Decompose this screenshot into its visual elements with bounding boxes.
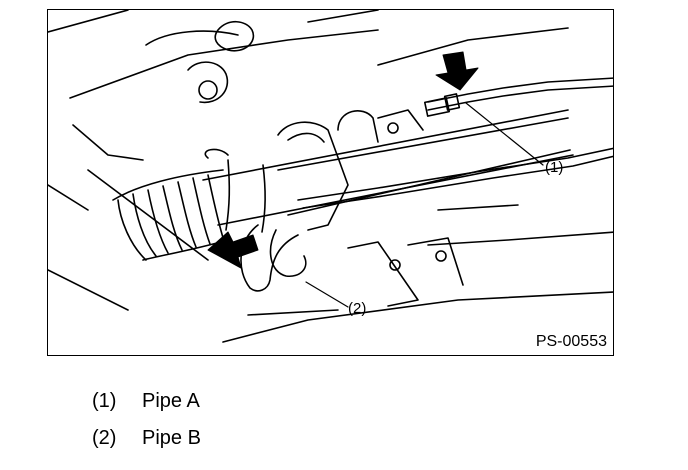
legend-number: (1): [92, 390, 117, 412]
arrow-upper-icon: [435, 51, 479, 91]
arrow-lower-icon: [207, 231, 259, 269]
callout-1: (1): [545, 159, 564, 176]
callout-2: (2): [348, 300, 367, 317]
legend-item: (1) Pipe A: [92, 388, 201, 425]
figure-code: PS-00553: [535, 333, 607, 350]
legend-number: (2): [92, 427, 117, 449]
legend-label: Pipe A: [142, 390, 200, 412]
leader-line-1: [465, 102, 544, 166]
leader-lines: [305, 102, 544, 308]
body-panel-lines: [48, 10, 613, 343]
rack-housing: [202, 109, 574, 233]
leader-line-2: [305, 281, 349, 308]
legend-label: Pipe B: [142, 427, 201, 449]
legend-item: (2) Pipe B: [92, 425, 201, 462]
fluid-pipes: [240, 77, 613, 292]
direction-arrows: [207, 51, 479, 269]
steering-rack-illustration: [48, 10, 613, 343]
legend: (1) Pipe A (2) Pipe B: [92, 388, 201, 462]
mount-bracket: [347, 237, 464, 307]
rack-boot: [112, 169, 229, 261]
figure-frame: (1) (2) PS-00553: [47, 9, 614, 356]
